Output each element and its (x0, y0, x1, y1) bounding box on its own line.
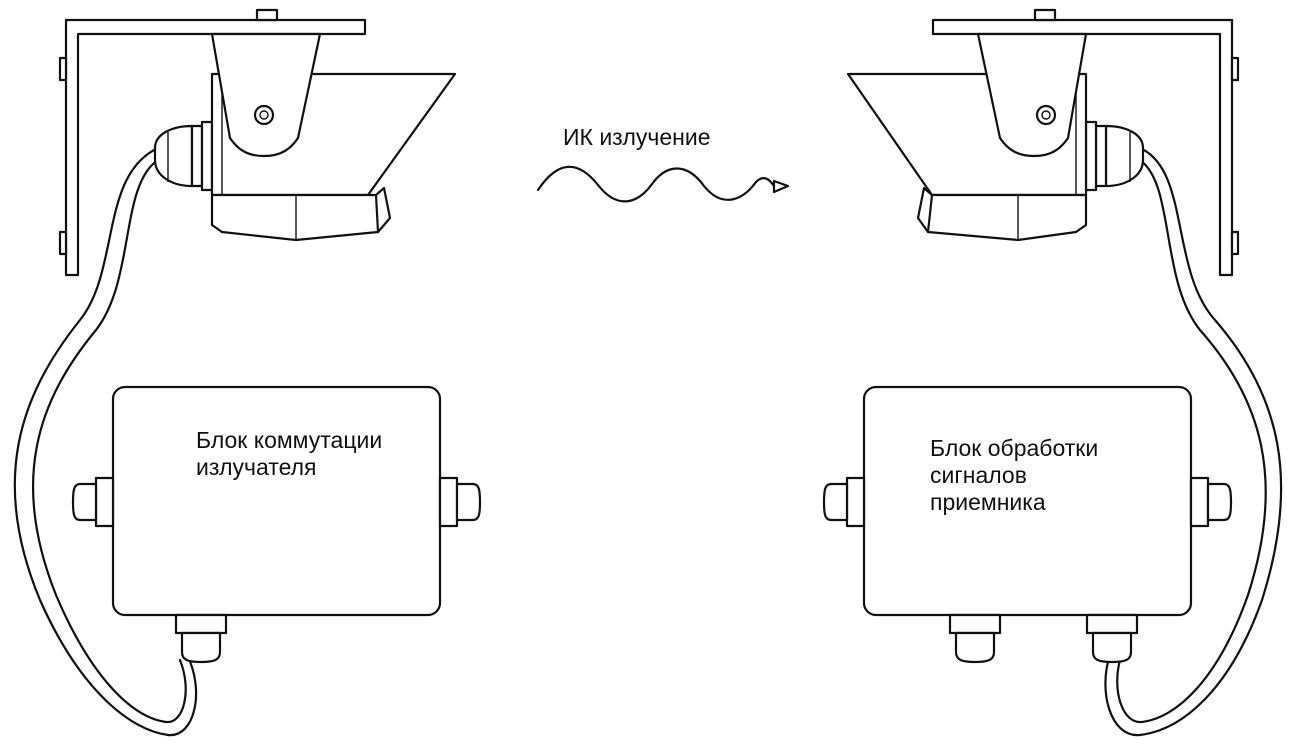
receiver-mount-arm (976, 32, 1088, 158)
receiver-box-label-line-1: Блок обработки (930, 435, 1099, 461)
ir-emission-wave (536, 165, 790, 203)
receiver-cable-gland (1084, 120, 1145, 192)
receiver-processing-box (822, 385, 1233, 664)
transmitter-box-label-line-1: Блок коммутации (196, 427, 383, 453)
transmitter-cable-gland (153, 120, 214, 192)
transmitter-box-label-line-2: излучателя (196, 454, 317, 480)
transmitter-box-label: Блок коммутации излучателя (196, 427, 382, 481)
ir-emission-label: ИК излучение (563, 124, 711, 150)
transmitter-switching-box (71, 385, 482, 664)
transmitter-unit (13, 8, 457, 737)
transmitter-mount-arm (210, 32, 322, 158)
receiver-box-label-line-2: сигналов (930, 462, 1027, 488)
receiver-unit (846, 8, 1283, 737)
transmitter-wall-bracket (58, 8, 367, 277)
receiver-wall-bracket (931, 8, 1240, 277)
receiver-box-label-line-3: приемника (930, 489, 1046, 515)
receiver-box-label: Блок обработки сигналов приемника (930, 435, 1098, 516)
ir-arrow-head (772, 179, 790, 194)
receiver-cable (1104, 146, 1283, 737)
transmitter-cable (13, 146, 198, 737)
